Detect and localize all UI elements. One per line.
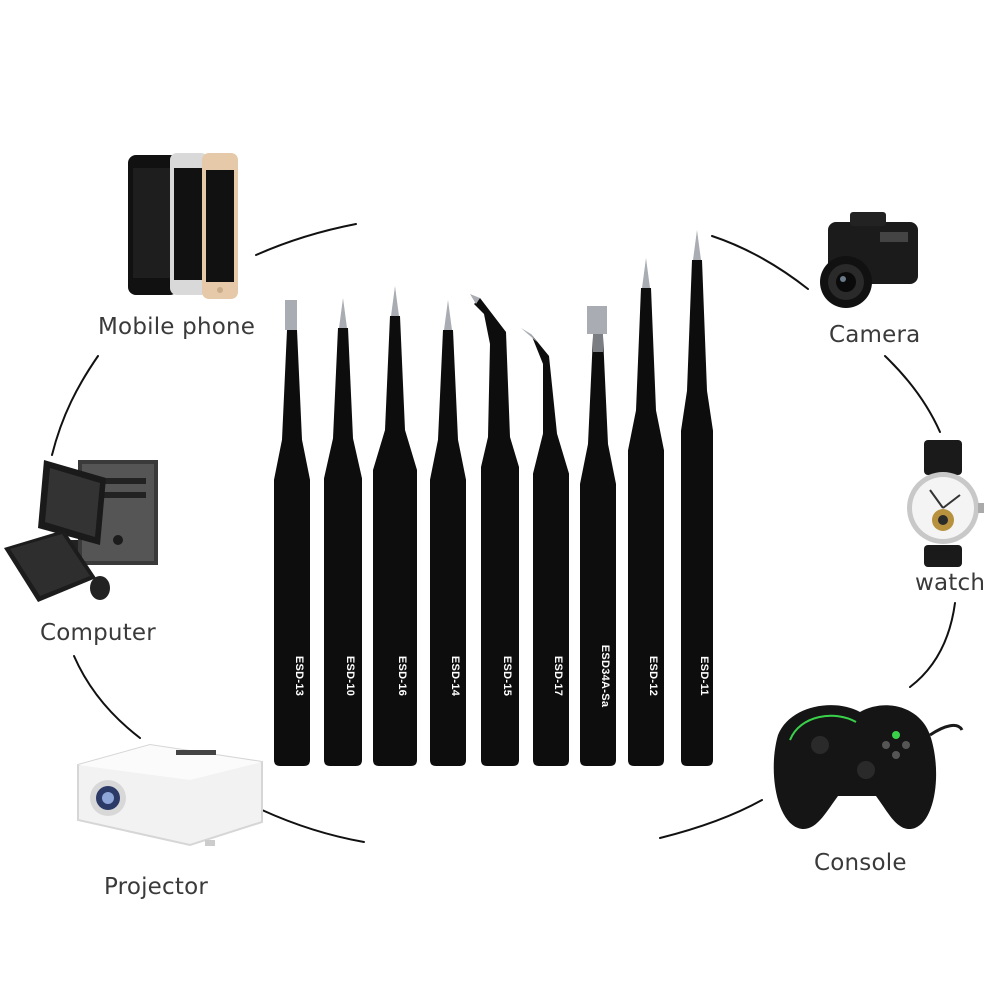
tweezer-1: ESD-13 <box>274 300 310 766</box>
tweezer-3: ESD-16 <box>373 286 417 766</box>
arc-computer-projector <box>73 655 141 739</box>
tweezer-code-label: ESD-11 <box>698 656 710 696</box>
arc-console-bottom <box>659 799 763 839</box>
watch-icon <box>907 440 984 567</box>
arc-camera-watch <box>884 355 941 433</box>
projector-icon <box>77 743 263 847</box>
tweezer-code-label: ESD-15 <box>501 656 513 696</box>
tweezer-code-label: ESD-12 <box>647 656 659 696</box>
arc-watch-console <box>909 602 956 688</box>
label-computer: Computer <box>40 620 156 646</box>
tweezer-code-label: ESD34A-Sa <box>599 645 611 708</box>
tweezer-7: ESD34A-Sa <box>580 306 616 766</box>
tweezer-8: ESD-12 <box>628 258 664 766</box>
label-watch: watch <box>915 570 986 596</box>
tweezer-code-label: ESD-14 <box>449 656 461 697</box>
camera-icon <box>820 212 918 308</box>
tweezer-2: ESD-10 <box>324 298 362 766</box>
arc-projector-bottom <box>261 809 365 843</box>
arc-camera-top <box>711 235 809 290</box>
tweezer-code-label: ESD-16 <box>396 656 408 696</box>
tweezer-4: ESD-14 <box>430 300 466 766</box>
arc-mobile-computer <box>51 355 99 456</box>
tweezer-code-label: ESD-13 <box>293 656 305 696</box>
label-mobile-phone: Mobile phone <box>98 314 256 340</box>
tweezer-code-label: ESD-10 <box>344 656 356 696</box>
desktop-computer-icon <box>4 460 158 602</box>
label-camera: Camera <box>829 322 921 348</box>
tweezer-5: ESD-15 <box>470 294 519 766</box>
tweezer-9: ESD-11 <box>681 230 713 766</box>
label-console: Console <box>814 850 907 876</box>
label-projector: Projector <box>104 874 209 900</box>
game-controller-icon <box>773 705 964 830</box>
tweezer-6: ESD-17 <box>521 328 569 766</box>
arc-mobile-top <box>255 223 357 256</box>
tweezer-code-label: ESD-17 <box>552 656 564 696</box>
mobile-phone-icon <box>128 153 238 299</box>
